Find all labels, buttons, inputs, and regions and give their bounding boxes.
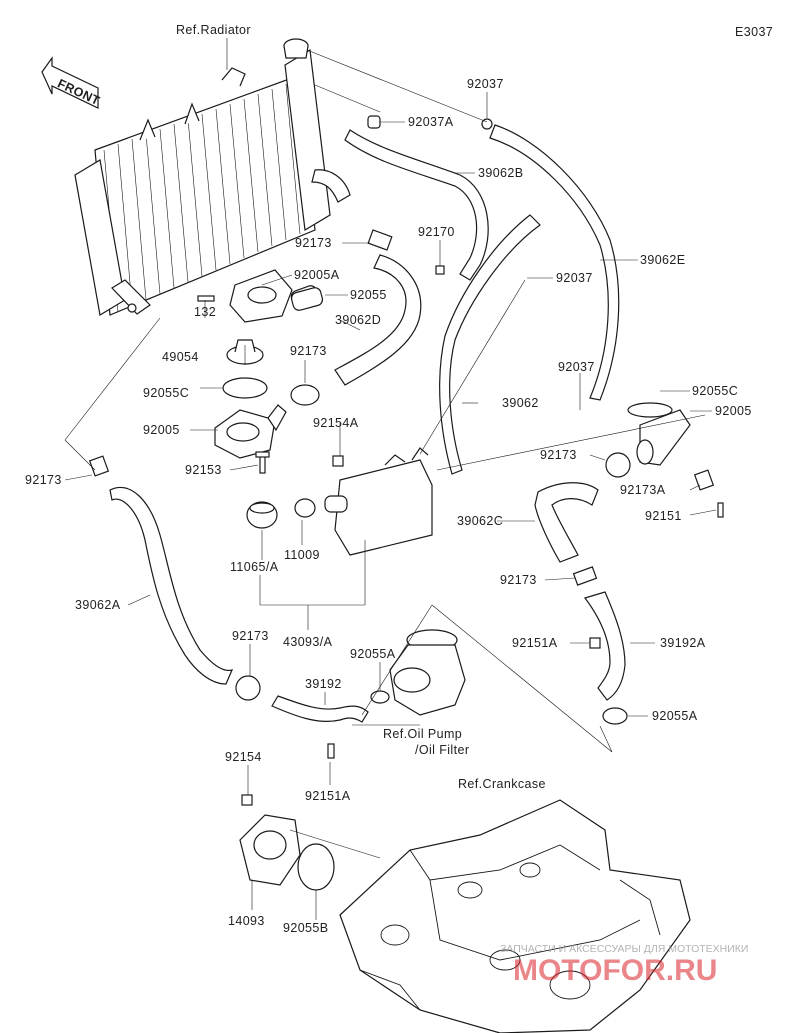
- part-132: 132: [194, 305, 216, 319]
- part-92055C-left: 92055C: [143, 386, 189, 400]
- part-92154A: 92154A: [313, 416, 359, 430]
- o-ring-92055B: [297, 843, 335, 891]
- part-92037-top: 92037: [467, 77, 504, 91]
- labels: E3037 Ref.Radiator Ref.Oil Pump /Oil Fil…: [25, 23, 773, 935]
- part-92173-mid: 92173: [290, 344, 327, 358]
- part-39062A: 39062A: [75, 598, 121, 612]
- part-39062E: 39062E: [640, 253, 686, 267]
- crankcase: [339, 799, 691, 1033]
- bolt-92151A-low: [327, 743, 335, 759]
- part-39192: 39192: [305, 677, 342, 691]
- part-92173-left: 92173: [25, 473, 62, 487]
- part-49054: 49054: [162, 350, 199, 364]
- bolt-92154A: [332, 455, 344, 467]
- diagram-code: E3037: [735, 25, 773, 39]
- reservoir-tank: [324, 447, 433, 556]
- clamp-92037A: [367, 115, 381, 129]
- part-92173-upper: 92173: [295, 236, 332, 250]
- clamp-92173A: [693, 469, 715, 491]
- ref-oil-pump-line2: /Oil Filter: [415, 743, 469, 757]
- part-43093A: 43093/A: [283, 635, 333, 649]
- part-39192A: 39192A: [660, 636, 706, 650]
- clamp-92173-mid: [290, 384, 320, 406]
- part-92037A: 92037A: [408, 115, 454, 129]
- watermark: ЗАПЧАСТИ И АКСЕССУАРЫ ДЛЯ МОТОТЕХНИКИ MO…: [500, 943, 748, 987]
- o-ring-92055c-left: [222, 377, 268, 399]
- o-ring-92055: [290, 287, 324, 311]
- part-39062D: 39062D: [335, 313, 381, 327]
- clamp-92173-right: [605, 452, 631, 478]
- part-11009: 11009: [284, 548, 320, 562]
- radiator: [74, 38, 351, 316]
- bolt-92151A-right: [589, 637, 601, 649]
- part-92173A: 92173A: [620, 483, 666, 497]
- part-92055: 92055: [350, 288, 387, 302]
- ref-crankcase: Ref.Crankcase: [458, 777, 546, 791]
- part-92005-left: 92005: [143, 423, 180, 437]
- bolt-92154: [241, 794, 253, 806]
- ref-oil-pump-line1: Ref.Oil Pump: [383, 727, 462, 741]
- part-92151: 92151: [645, 509, 682, 523]
- part-92055C-right: 92055C: [692, 384, 738, 398]
- part-39062C: 39062C: [457, 514, 503, 528]
- part-92173-right: 92173: [540, 448, 577, 462]
- housing-92005-left: [214, 404, 287, 459]
- leader-lines: [64, 38, 717, 920]
- clamp-92173-upper: [367, 229, 393, 251]
- gasket-11009: [294, 498, 316, 518]
- part-92055A-mid: 92055A: [350, 647, 396, 661]
- part-92170: 92170: [418, 225, 455, 239]
- part-92154: 92154: [225, 750, 262, 764]
- clamp-92173-lowright: [572, 566, 598, 586]
- part-92055A-right: 92055A: [652, 709, 698, 723]
- water-pump-cover: [239, 814, 301, 886]
- clamp-92173-left: [88, 455, 110, 477]
- part-92005-right: 92005: [715, 404, 752, 418]
- watermark-brand: MOTOFOR.RU: [513, 954, 717, 987]
- hoses: [109, 124, 626, 723]
- part-14093: 14093: [228, 914, 265, 928]
- part-92173-low: 92173: [232, 629, 269, 643]
- o-ring-92055A-right: [602, 707, 628, 725]
- clamp-92037-top: [481, 118, 493, 130]
- housing-92005-right: [627, 402, 691, 466]
- bolt-92153: [255, 451, 270, 474]
- part-11065A: 11065/A: [230, 560, 279, 574]
- reservoir-cap: [246, 501, 278, 529]
- ref-radiator: Ref.Radiator: [176, 23, 251, 37]
- part-92037-mid: 92037: [556, 271, 593, 285]
- part-92037-right: 92037: [558, 360, 595, 374]
- part-92055B: 92055B: [283, 921, 329, 935]
- part-92151A-low: 92151A: [305, 789, 351, 803]
- oil-pump: [370, 629, 466, 716]
- bolt-92151: [717, 502, 724, 518]
- bolt-132: [197, 295, 215, 302]
- part-92153: 92153: [185, 463, 222, 477]
- part-39062: 39062: [502, 396, 539, 410]
- part-92151A-right: 92151A: [512, 636, 558, 650]
- part-92005A: 92005A: [294, 268, 340, 282]
- front-arrow-icon: FRONT: [41, 56, 102, 109]
- part-39062B: 39062B: [478, 166, 524, 180]
- part-92173-lowright: 92173: [500, 573, 537, 587]
- clamp-92170: [435, 265, 445, 275]
- watermark-tagline: ЗАПЧАСТИ И АКСЕССУАРЫ ДЛЯ МОТОТЕХНИКИ: [500, 943, 748, 955]
- clamp-92173-low: [235, 675, 261, 701]
